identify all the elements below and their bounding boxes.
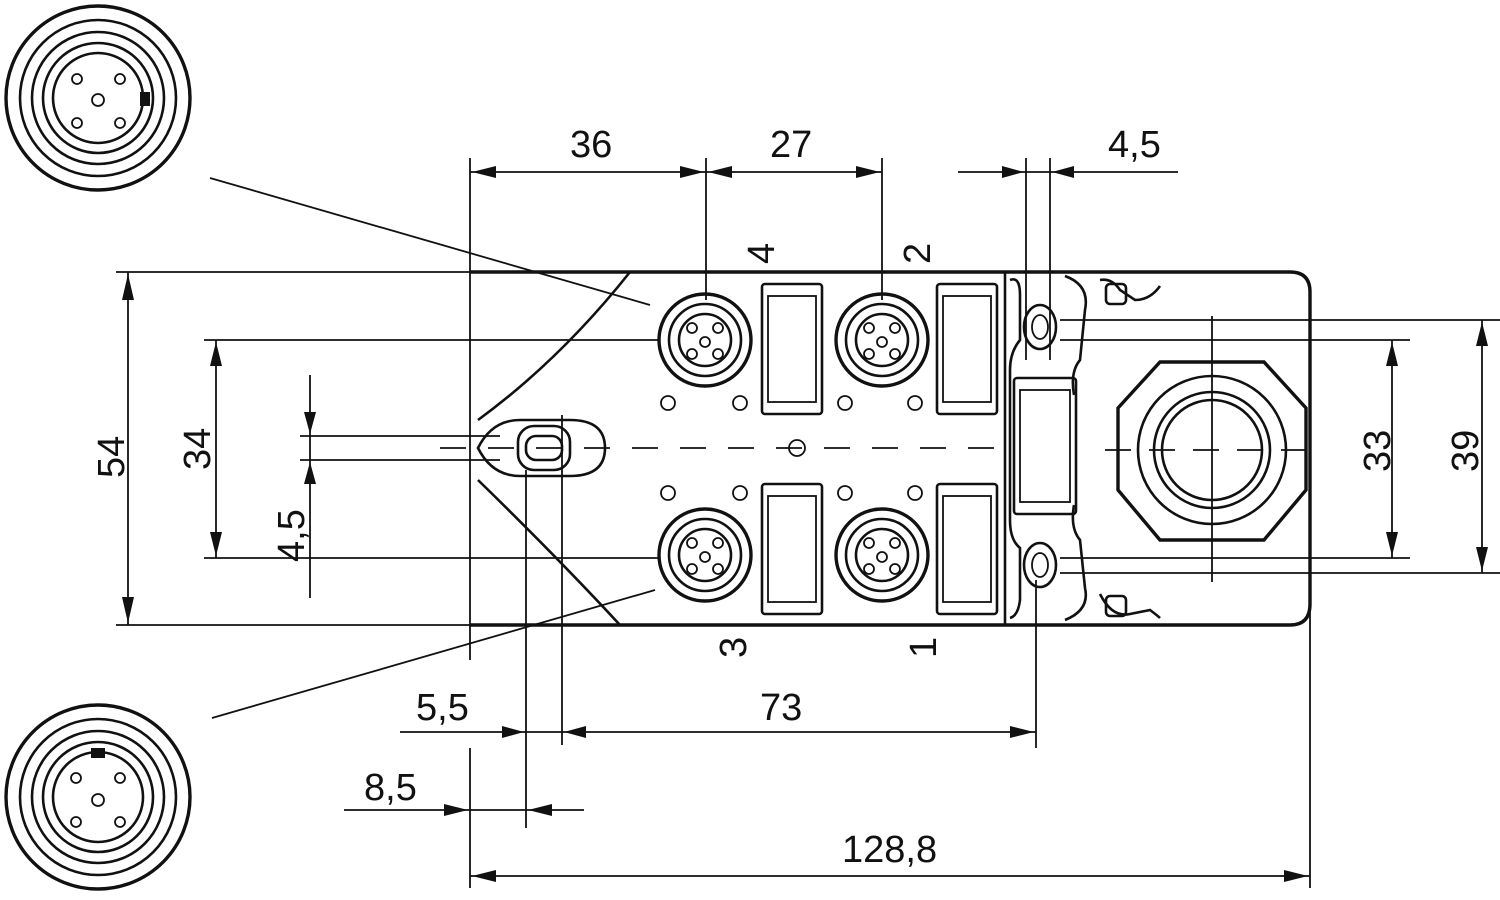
mounting-holes-right xyxy=(1022,303,1058,589)
dimension-36-label: 36 xyxy=(570,124,612,166)
housing-body xyxy=(470,270,1312,627)
dimension-8-5-label: 8,5 xyxy=(364,767,417,809)
dimension-54 xyxy=(116,271,470,626)
leader-line-top xyxy=(209,177,651,306)
dimension-36-27 xyxy=(469,158,883,660)
connector-detail-top xyxy=(4,4,192,192)
dimension-4-5-left xyxy=(300,375,500,598)
port-4-label: 4 xyxy=(741,243,783,264)
port-2-label: 2 xyxy=(897,243,939,264)
dimension-4-5-top xyxy=(958,158,1178,360)
dimension-34-label: 34 xyxy=(177,428,219,470)
dimension-34 xyxy=(204,339,660,559)
connector-detail-bottom xyxy=(4,703,192,891)
dimension-73-label: 73 xyxy=(760,687,802,729)
dimension-4-5-top-label: 4,5 xyxy=(1108,124,1161,166)
dimension-39-label: 39 xyxy=(1445,430,1487,472)
dimension-5-5-label: 5,5 xyxy=(416,687,469,729)
port-1-connector xyxy=(834,485,930,603)
dimension-128-8 xyxy=(470,600,1311,888)
label-windows xyxy=(760,282,1078,616)
dimension-27-label: 27 xyxy=(770,124,812,166)
dimension-4-5-left-label: 4,5 xyxy=(271,509,313,562)
port-1-label: 1 xyxy=(903,637,945,658)
port-4-connector xyxy=(657,292,753,411)
dimension-8-5 xyxy=(344,748,584,888)
mounting-hole-left xyxy=(440,418,1000,478)
port-3-label: 3 xyxy=(713,637,755,658)
dimension-33 xyxy=(1060,339,1410,559)
cable-gland xyxy=(1105,316,1320,582)
dimension-54-label: 54 xyxy=(91,436,133,478)
leader-line-bottom xyxy=(211,589,656,719)
port-2-connector xyxy=(834,292,930,411)
port-3-connector xyxy=(657,485,753,603)
dimension-33-label: 33 xyxy=(1357,430,1399,472)
dimension-128-8-label: 128,8 xyxy=(842,829,937,871)
dimension-5-5-73 xyxy=(400,415,1037,828)
dimension-39 xyxy=(1060,319,1500,574)
center-led xyxy=(788,439,806,457)
